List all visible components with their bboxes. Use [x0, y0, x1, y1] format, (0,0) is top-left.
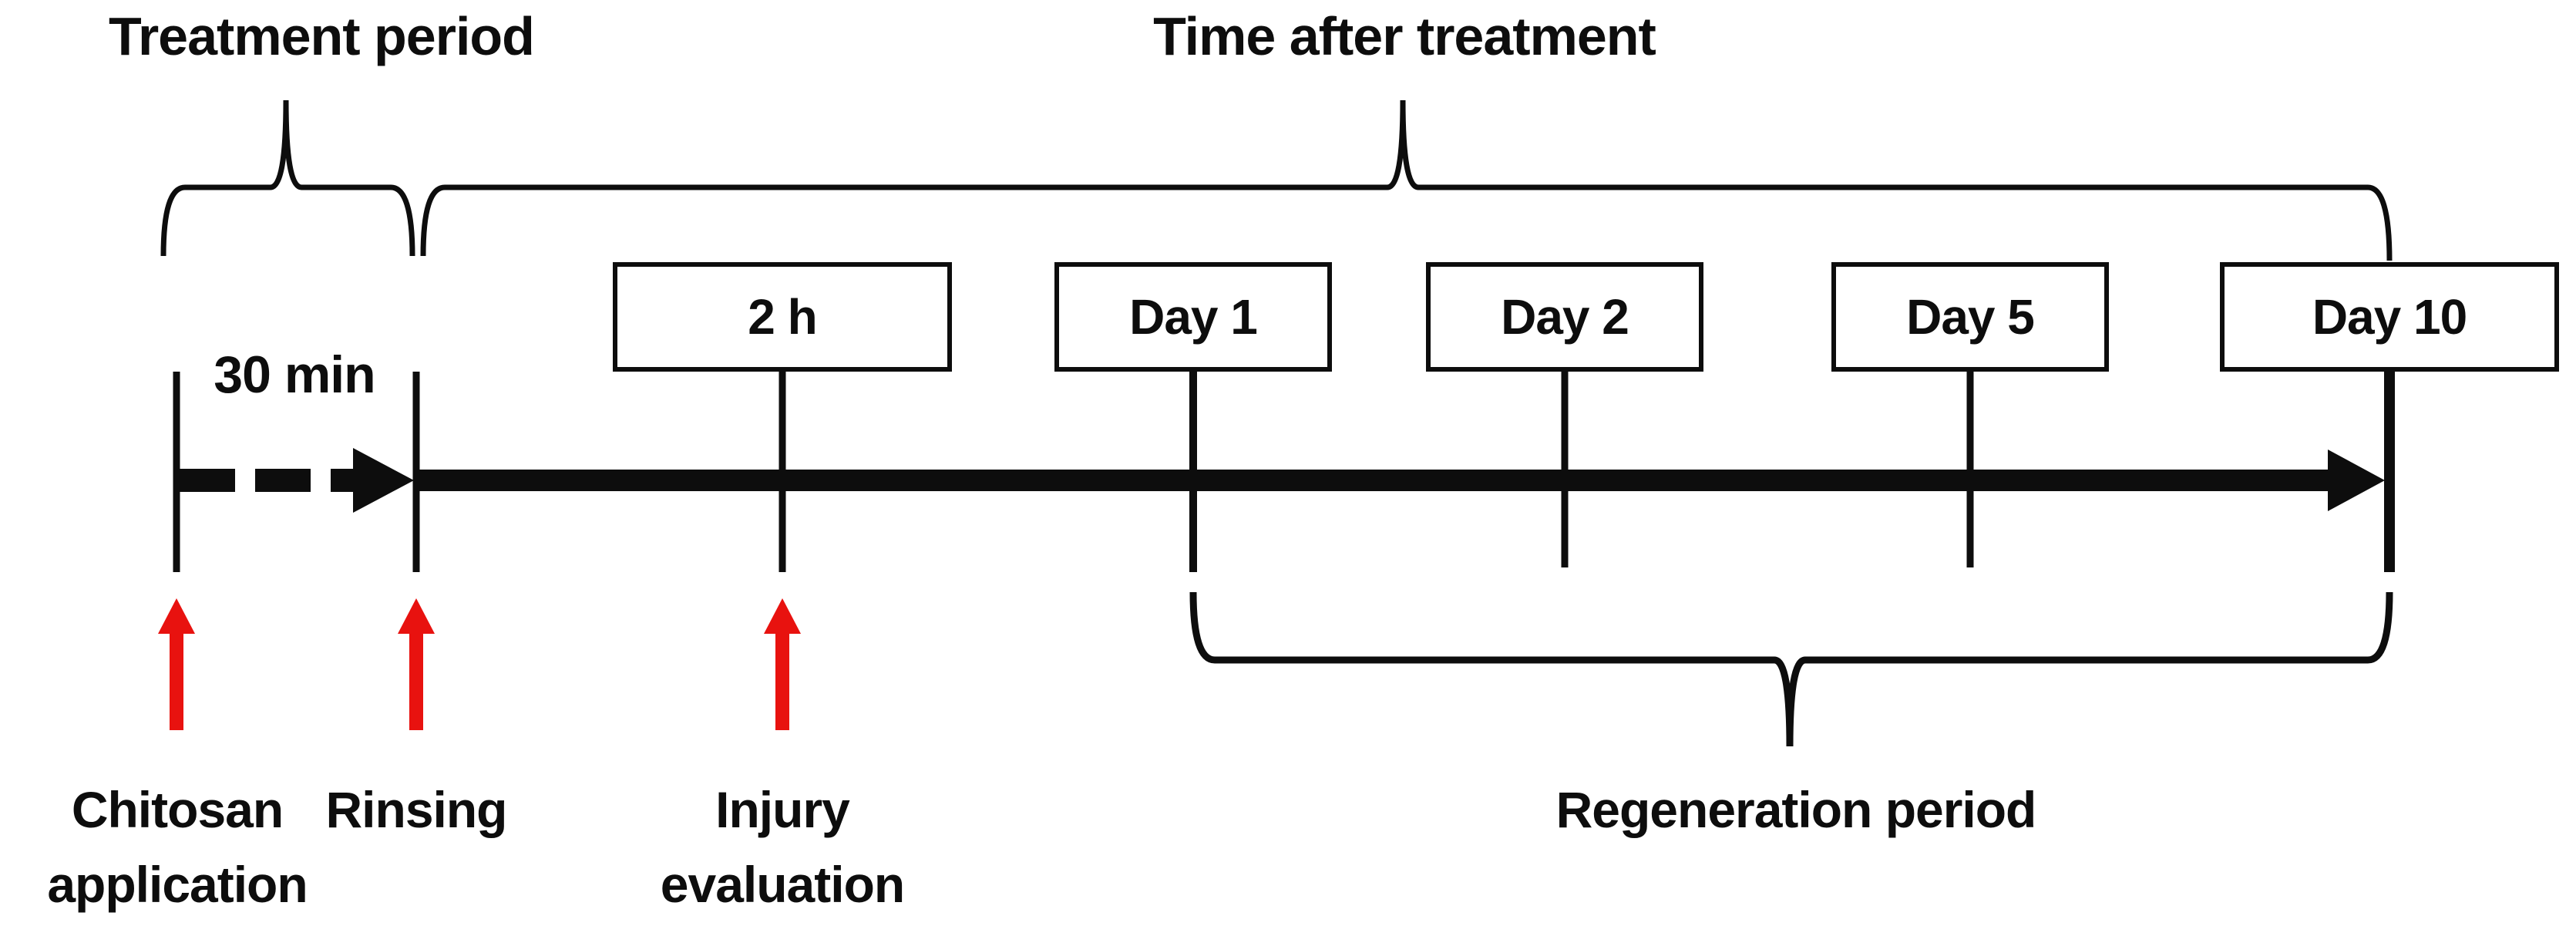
timepoint-box-day5: Day 5: [1831, 262, 2109, 372]
event-label-line: application: [47, 856, 308, 913]
timepoint-box-label: Day 2: [1501, 289, 1629, 345]
event-label-rinsing: Rinsing: [325, 773, 508, 847]
rinsing-arrow: [398, 598, 435, 730]
event-label-chitosan-application: Chitosan application: [47, 773, 308, 922]
treatment-period-label: Treatment period: [109, 6, 535, 66]
timepoint-box-day10: Day 10: [2220, 262, 2559, 372]
event-label-injury-evaluation: Injury evaluation: [660, 773, 905, 922]
event-label-line: evaluation: [660, 856, 905, 913]
timepoint-box-2h: 2 h: [613, 262, 952, 372]
injury-arrowhead: [764, 598, 801, 634]
chitosan-arrowhead: [158, 598, 195, 634]
interval-30min-label: 30 min: [214, 345, 375, 404]
timepoint-box-label: Day 5: [1906, 289, 2035, 345]
timepoint-box-day1: Day 1: [1054, 262, 1332, 372]
event-label-line: Injury: [715, 781, 850, 838]
event-label-line: Chitosan: [71, 781, 284, 838]
timeline-arrowhead: [2328, 450, 2385, 511]
dashed-interval-arrowhead: [353, 448, 414, 513]
rinsing-arrowhead: [398, 598, 435, 634]
timepoint-box-label: 2 h: [748, 289, 817, 345]
treatment-period-brace: [160, 99, 415, 257]
time-after-treatment-label: Time after treatment: [1153, 6, 1656, 66]
regeneration-period-brace: [1189, 591, 2393, 747]
time-after-treatment-brace: [420, 99, 2393, 261]
injury-evaluation-arrow: [764, 598, 801, 730]
timepoint-box-label: Day 10: [2312, 289, 2467, 345]
timepoint-box-day2: Day 2: [1426, 262, 1703, 372]
event-label-line: Rinsing: [325, 781, 508, 838]
chitosan-application-arrow: [158, 598, 195, 730]
timepoint-box-label: Day 1: [1129, 289, 1258, 345]
timeline-axis: [416, 470, 2332, 491]
regeneration-period-label: Regeneration period: [1555, 781, 2037, 838]
